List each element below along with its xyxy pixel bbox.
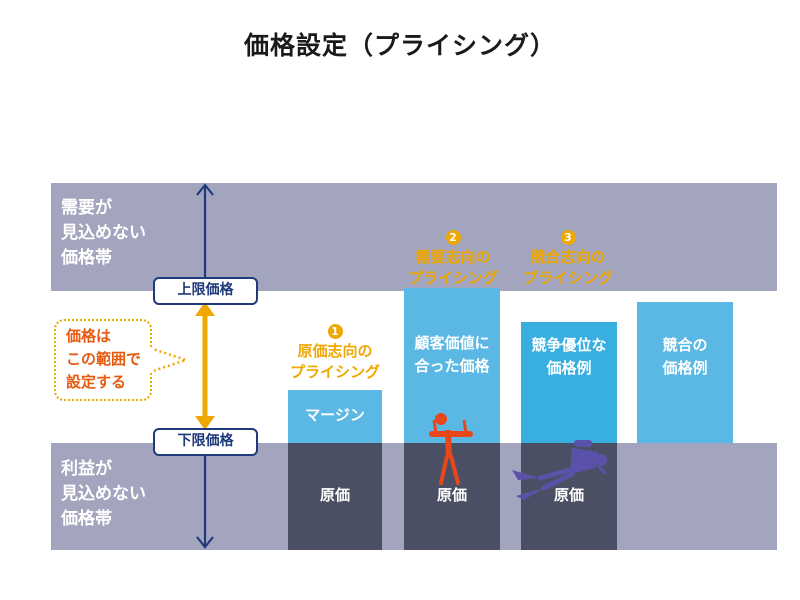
column-1-heading: 1 原価志向の プライシング	[289, 324, 380, 381]
page-title: 価格設定（プライシング）	[243, 31, 556, 60]
callout-pointer-join	[148, 349, 154, 371]
column-2-heading: 2 需要志向の プライシング	[407, 230, 498, 287]
competitor-price-bar: 競合の 価格例	[637, 302, 733, 443]
competitive-advantage-bar: 競争優位な 価格例	[521, 322, 617, 443]
top-band-label: 需要が 見込めない 価格帯	[61, 198, 146, 268]
price-range-callout: 価格は この範囲で 設定する	[54, 319, 152, 401]
person-lifting-icon	[429, 413, 473, 485]
number-1-badge: 1	[327, 324, 343, 339]
bottom-band-label: 利益が 見込めない 価格帯	[61, 459, 146, 529]
price-range-arrow	[195, 302, 215, 430]
customer-value-bar: 顧客価値に 合った価格	[404, 288, 500, 443]
diver-icon	[512, 440, 608, 500]
upper-limit-box: 上限価格	[153, 277, 258, 305]
number-3-badge: 3	[560, 230, 576, 245]
number-2-badge: 2	[445, 230, 461, 245]
cost-block-1: 原価	[288, 443, 382, 550]
lower-limit-box: 下限価格	[153, 428, 258, 456]
callout-pointer	[149, 346, 190, 374]
column-3-heading: 3 競合志向の プライシング	[522, 230, 613, 287]
top-price-band	[51, 183, 777, 291]
margin-bar: マージン	[288, 390, 382, 443]
